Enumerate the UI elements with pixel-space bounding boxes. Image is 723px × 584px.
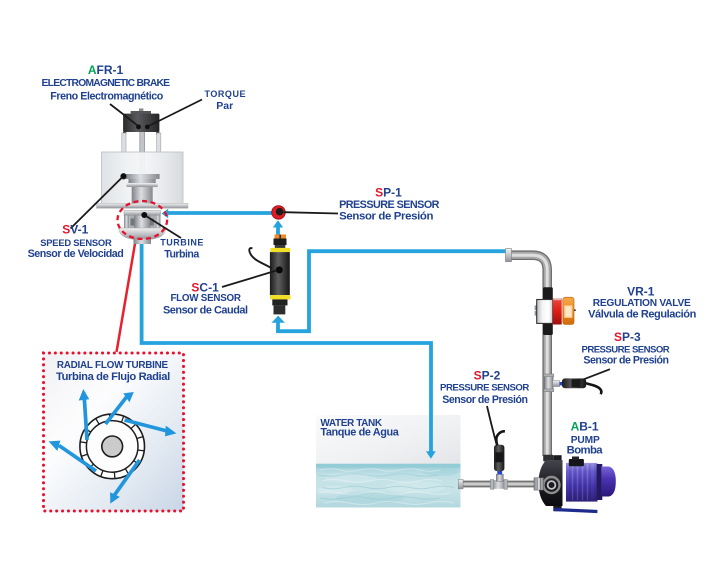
svg-text:Tanque de Agua: Tanque de Agua [320,427,399,439]
svg-text:SPEED SENSOR: SPEED SENSOR [40,237,112,248]
svg-text:Turbina de Flujo Radial: Turbina de Flujo Radial [56,371,170,383]
svg-text:Sensor de Presión: Sensor de Presión [442,394,528,406]
svg-text:SP-1: SP-1 [375,186,402,200]
svg-text:AB-1: AB-1 [571,419,599,433]
svg-text:SV-1: SV-1 [62,223,88,237]
svg-text:AFR-1: AFR-1 [88,63,124,77]
svg-text:PRESSURE SENSOR: PRESSURE SENSOR [339,199,440,211]
svg-text:Freno Electromagnético: Freno Electromagnético [50,91,163,103]
svg-text:RADIAL FLOW TURBINE: RADIAL FLOW TURBINE [57,360,169,371]
svg-text:Sensor de Presión: Sensor de Presión [583,354,669,366]
svg-text:PUMP: PUMP [571,435,600,446]
svg-text:TURBINE: TURBINE [160,238,203,248]
svg-text:PRESSURE SENSOR: PRESSURE SENSOR [582,344,670,355]
svg-text:Turbina: Turbina [164,249,199,261]
svg-text:Par: Par [216,100,233,112]
svg-text:SP-2: SP-2 [474,368,501,382]
svg-text:Válvula de Regulación: Válvula de Regulación [588,308,696,320]
svg-text:Bomba: Bomba [567,444,604,456]
svg-text:FLOW SENSOR: FLOW SENSOR [170,293,241,304]
svg-text:VR-1: VR-1 [627,285,655,299]
svg-text:PRESSURE SENSOR: PRESSURE SENSOR [440,382,529,393]
svg-text:ELECTROMAGNETIC BRAKE: ELECTROMAGNETIC BRAKE [42,78,171,89]
svg-text:Sensor de Velocidad: Sensor de Velocidad [28,248,124,260]
svg-text:WATER TANK: WATER TANK [320,418,382,429]
svg-text:REGULATION VALVE: REGULATION VALVE [593,298,691,309]
svg-text:Sensor de Presión: Sensor de Presión [339,210,433,222]
svg-text:SC-1: SC-1 [191,281,219,295]
svg-text:Sensor de Caudal: Sensor de Caudal [163,305,248,317]
svg-text:SP-3: SP-3 [614,330,641,344]
svg-text:TORQUE: TORQUE [204,89,245,99]
